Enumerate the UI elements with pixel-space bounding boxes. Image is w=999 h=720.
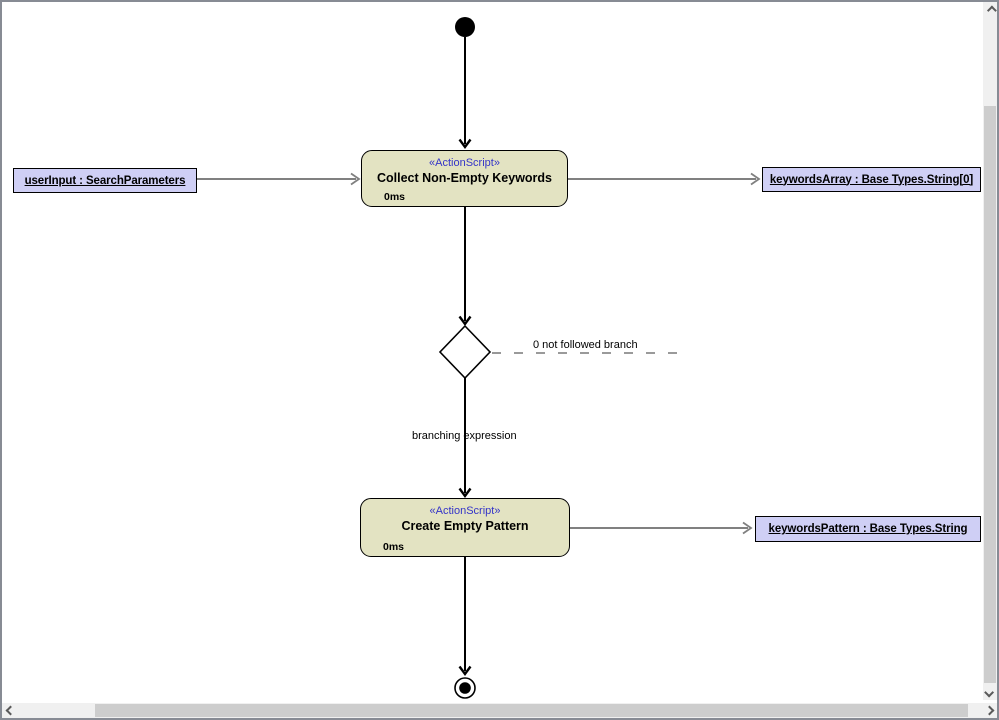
object-node-label: keywordsPattern : Base Types.String bbox=[768, 523, 968, 535]
final-node-dot bbox=[459, 682, 471, 694]
action-node-collect-non-empty-keywords[interactable]: «ActionScript» Collect Non-Empty Keyword… bbox=[361, 150, 568, 207]
arrowhead-right-icon bbox=[742, 521, 753, 535]
initial-node[interactable] bbox=[455, 17, 475, 37]
stereotype-label: «ActionScript» bbox=[429, 157, 500, 169]
scroll-up-button[interactable] bbox=[983, 2, 997, 18]
action-node-create-empty-pattern[interactable]: «ActionScript» Create Empty Pattern 0ms bbox=[360, 498, 570, 557]
object-node-keywordspattern[interactable]: keywordsPattern : Base Types.String bbox=[755, 516, 981, 542]
chevron-right-icon bbox=[984, 705, 994, 716]
chevron-left-icon bbox=[5, 705, 15, 716]
horizontal-scrollbar[interactable] bbox=[2, 703, 997, 718]
arrowhead-down-icon bbox=[458, 138, 472, 150]
object-node-label: keywordsArray : Base Types.String[0] bbox=[769, 173, 974, 186]
duration-badge: 0ms bbox=[384, 191, 406, 203]
object-node-label: userInput : SearchParameters bbox=[24, 174, 186, 187]
arrowhead-down-icon bbox=[458, 487, 472, 499]
arrowhead-right-icon bbox=[350, 172, 361, 186]
arrowhead-right-icon bbox=[750, 172, 761, 186]
stereotype-label: «ActionScript» bbox=[429, 505, 501, 517]
action-name: Create Empty Pattern bbox=[401, 519, 529, 533]
chevron-down-icon bbox=[983, 687, 994, 697]
scroll-down-button[interactable] bbox=[983, 684, 997, 700]
scroll-left-button[interactable] bbox=[2, 703, 18, 718]
action-name: Collect Non-Empty Keywords bbox=[376, 171, 553, 185]
arrowhead-down-icon bbox=[458, 315, 472, 327]
edge-label-branching-expression[interactable]: branching expression bbox=[412, 430, 517, 442]
edge-label-not-followed-branch[interactable]: 0 not followed branch bbox=[533, 339, 638, 351]
vertical-scrollbar[interactable] bbox=[983, 2, 997, 700]
chevron-up-icon bbox=[986, 5, 997, 15]
horizontal-scrollbar-thumb[interactable] bbox=[95, 704, 968, 717]
arrowhead-down-icon bbox=[458, 665, 472, 677]
decision-node[interactable] bbox=[438, 324, 492, 380]
vertical-scrollbar-thumb[interactable] bbox=[984, 106, 996, 683]
scroll-right-button[interactable] bbox=[981, 703, 997, 718]
object-node-userinput[interactable]: userInput : SearchParameters bbox=[13, 168, 197, 193]
object-node-keywordsarray[interactable]: keywordsArray : Base Types.String[0] bbox=[762, 167, 981, 192]
duration-badge: 0ms bbox=[383, 541, 405, 553]
